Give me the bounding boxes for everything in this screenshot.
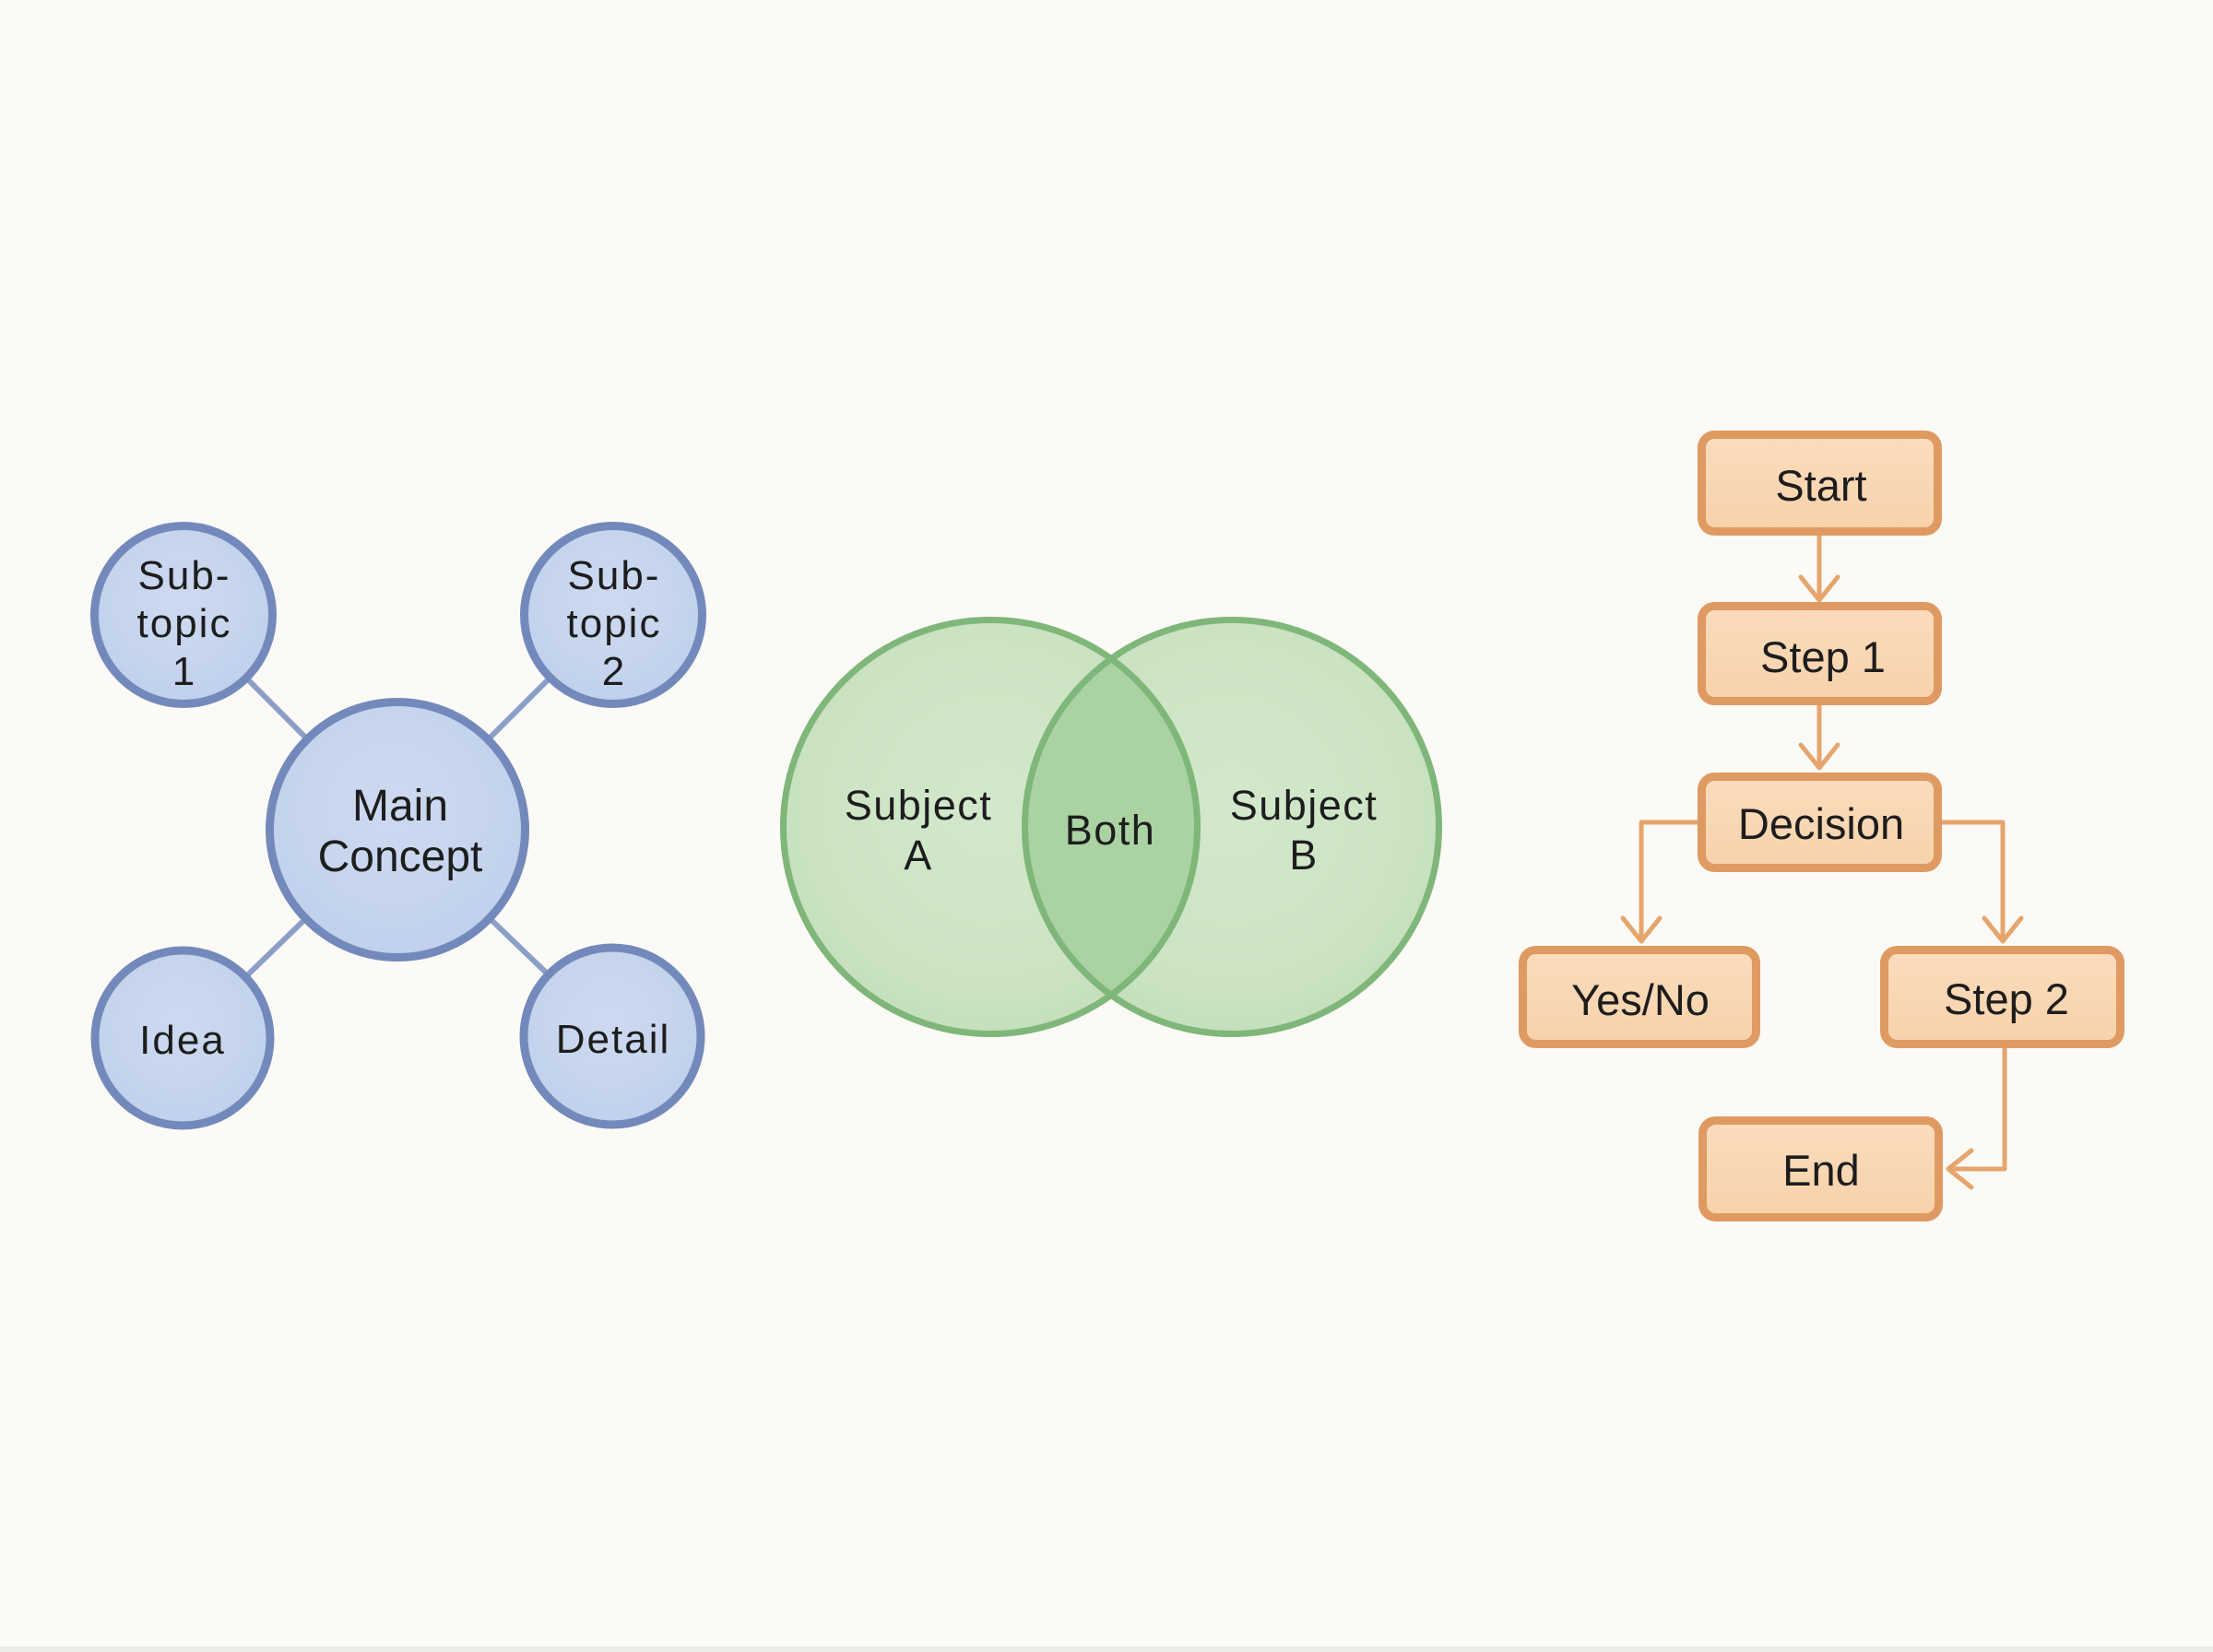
svg-text:Decision: Decision — [1738, 799, 1904, 848]
svg-text:topic: topic — [567, 601, 662, 646]
svg-text:Step 2: Step 2 — [1944, 974, 2069, 1023]
svg-text:B: B — [1289, 832, 1319, 879]
svg-text:End: End — [1782, 1146, 1860, 1195]
svg-text:Both: Both — [1065, 807, 1156, 854]
svg-text:Idea: Idea — [139, 1018, 226, 1063]
svg-text:Subject: Subject — [845, 782, 993, 829]
svg-text:Start: Start — [1775, 461, 1866, 510]
svg-text:Main: Main — [352, 782, 448, 831]
svg-text:Sub-: Sub- — [138, 553, 231, 598]
svg-text:1: 1 — [172, 649, 196, 694]
svg-text:Concept: Concept — [318, 832, 483, 881]
svg-text:Subject: Subject — [1230, 782, 1379, 829]
svg-text:Step 1: Step 1 — [1760, 632, 1886, 681]
svg-text:2: 2 — [602, 649, 626, 694]
svg-text:topic: topic — [137, 601, 232, 646]
svg-text:Sub-: Sub- — [568, 553, 661, 598]
svg-text:A: A — [904, 832, 933, 879]
svg-text:Detail: Detail — [556, 1017, 671, 1062]
svg-text:Yes/No: Yes/No — [1571, 975, 1710, 1024]
